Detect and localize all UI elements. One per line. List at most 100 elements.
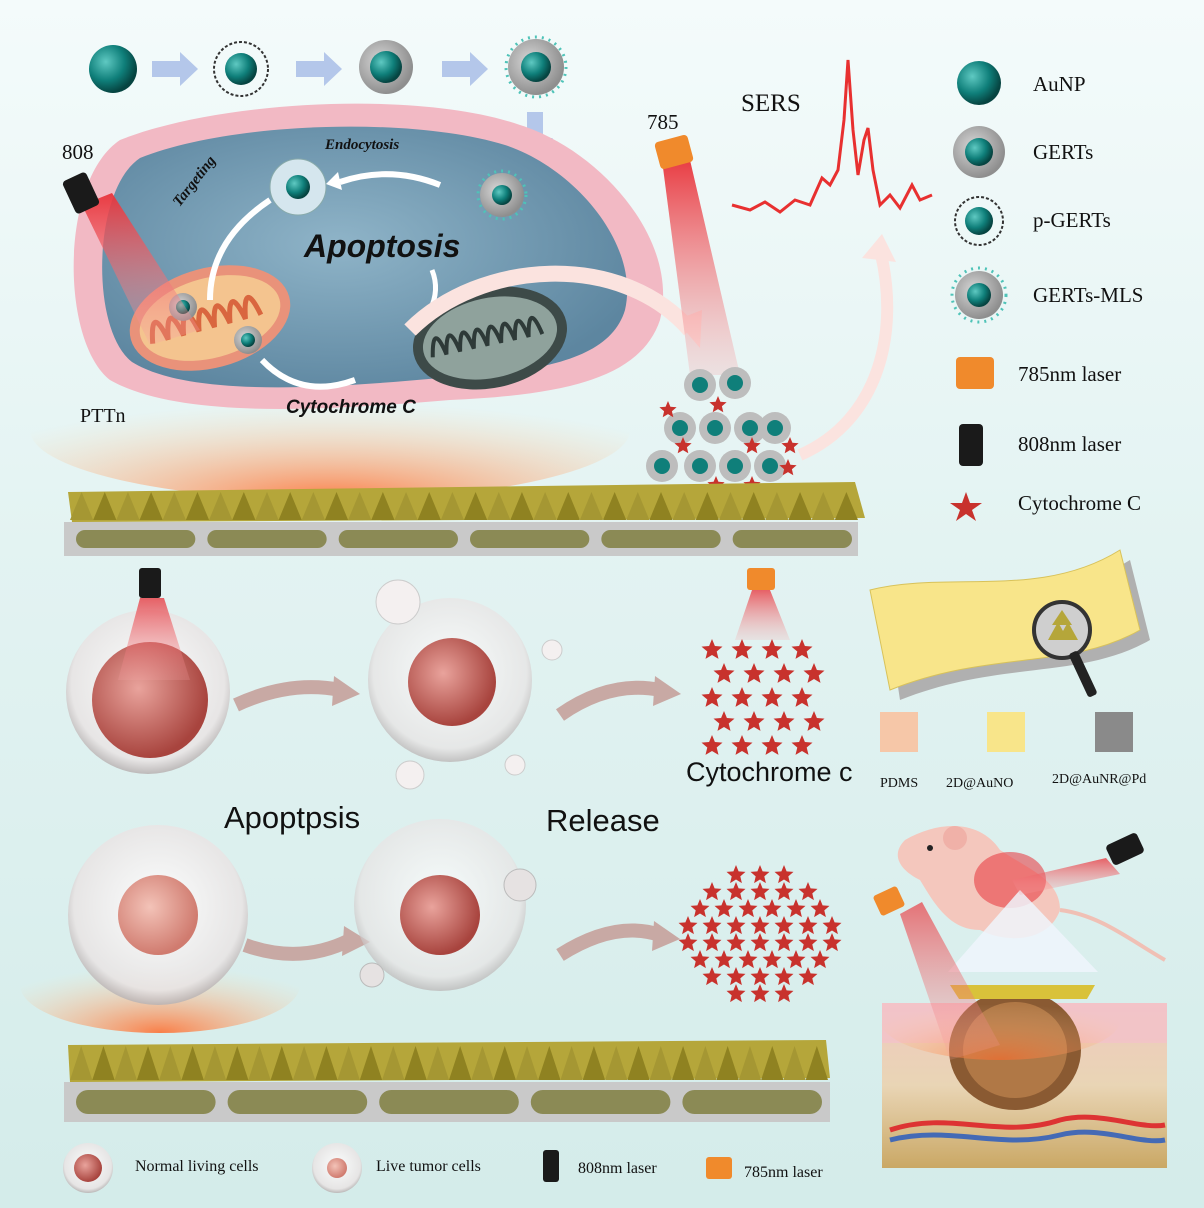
substrate-triangle [255, 492, 279, 520]
label-cytochrome-c: Cytochrome C [286, 397, 416, 418]
substrate-rod [732, 530, 852, 548]
released-cluster [646, 367, 799, 493]
substrate-triangle [136, 1046, 160, 1080]
bottom-legend-808: 808nm laser [578, 1160, 657, 1177]
substrate-triangle [694, 1046, 717, 1080]
arrow-endocytosis [339, 171, 442, 188]
label-apoptpsis: Apoptpsis [224, 800, 361, 835]
arrow-1 [152, 52, 198, 86]
arrow-mid-2-head [653, 676, 681, 706]
cytochrome-star [762, 899, 782, 918]
cytochrome-star [803, 663, 825, 683]
cytochrome-star [750, 882, 770, 901]
substrate-triangle [181, 1046, 204, 1080]
substrate-triangle [348, 492, 372, 520]
tumor-cell-icon [312, 1143, 362, 1193]
substrate-triangle [324, 492, 349, 520]
swatch-pdms [880, 712, 918, 752]
substrate-triangle [359, 1046, 383, 1080]
substrate-triangle [440, 492, 464, 520]
label-release: Release [546, 803, 660, 838]
legend-label-gerts: GERTs [1033, 140, 1094, 164]
cytochrome-star [798, 933, 818, 952]
label-ptt: PTTn [80, 405, 126, 427]
cytochrome-star [690, 950, 710, 969]
substrate-rod [76, 1090, 216, 1114]
cluster-particle [664, 412, 696, 444]
arrow-to-substrate [404, 265, 697, 336]
cytochrome-star [822, 933, 842, 952]
cytochrome-star [750, 865, 770, 884]
substrate-triangle [185, 492, 210, 520]
substrate-triangle [315, 1046, 338, 1080]
substrate-triangle [510, 492, 534, 520]
laser-808-legend-icon [543, 1150, 559, 1182]
substrate-triangle [464, 492, 488, 520]
substrate-triangle [626, 492, 650, 520]
substrate-triangle [716, 1046, 739, 1080]
cytochrome-star [798, 916, 818, 935]
cytochrome-star [731, 639, 753, 659]
cytochrome-star [743, 437, 761, 454]
substrate-triangle [788, 492, 812, 520]
cytochrome-star [774, 933, 794, 952]
cytochrome-star [791, 735, 813, 755]
substrate-triangle [538, 1046, 561, 1080]
substrate-rod [227, 1090, 368, 1114]
substrate-triangle [292, 1046, 316, 1080]
gerts-particle-2 [359, 40, 413, 94]
substrate-triangle [139, 492, 163, 520]
bottom-legend-785: 785nm laser [744, 1164, 823, 1181]
substrate-triangle [738, 1046, 762, 1080]
cytochrome-star [791, 639, 813, 659]
substrate-triangle [471, 1046, 494, 1080]
gerts-mls-icon [950, 266, 1008, 324]
cytochrome-star [762, 950, 782, 969]
substrate-triangle [579, 492, 604, 520]
legend-label-gerts-mls: GERTs-MLS [1033, 283, 1144, 307]
cytochrome-star [773, 711, 795, 731]
substrate-top [64, 482, 865, 556]
cytochrome-star [798, 967, 818, 986]
substrate-triangle [70, 1046, 93, 1080]
substrate-triangle [278, 492, 302, 520]
cytochrome-star [690, 899, 710, 918]
material-label-pdms: PDMS [880, 776, 919, 791]
substrate-triangle [404, 1046, 427, 1080]
substrate-rod [682, 1090, 822, 1114]
cytochrome-star [702, 882, 722, 901]
arrow-mid-1 [233, 680, 342, 712]
substrate-triangle [301, 492, 325, 520]
cytochrome-star [701, 639, 723, 659]
cytochrome-star [702, 933, 722, 952]
apoptotic-cell [368, 579, 563, 790]
substrate-triangle [582, 1046, 606, 1080]
substrate-triangle [114, 1046, 137, 1080]
substrate-triangle [70, 492, 94, 520]
cluster-particle [719, 450, 751, 482]
cytochrome-star [750, 916, 770, 935]
legend-label-p-gerts: p-GERTs [1033, 208, 1111, 232]
cytochrome-star [761, 735, 783, 755]
swatch-aunrpd [1095, 712, 1133, 752]
cytochrome-star [798, 882, 818, 901]
bottom-legend-normal: Normal living cells [135, 1158, 259, 1175]
stars-mid [701, 639, 825, 755]
gerts-mls-particle [504, 35, 568, 99]
cytochrome-star [743, 711, 765, 731]
substrate-triangle [394, 492, 418, 520]
tumor-cell-bottom [20, 825, 300, 1033]
cytochrome-star [726, 882, 746, 901]
arrow-to-sers-head [862, 234, 896, 262]
substrate-rod [76, 530, 196, 548]
cytochrome-star [738, 950, 758, 969]
cytochrome-star [702, 916, 722, 935]
cytochrome-star [761, 639, 783, 659]
p-gerts-icon [954, 196, 1004, 246]
cytochrome-star [714, 899, 734, 918]
substrate-triangle [834, 492, 858, 520]
arrow-bot-2-head [652, 921, 680, 951]
cytochrome-star [674, 437, 692, 454]
